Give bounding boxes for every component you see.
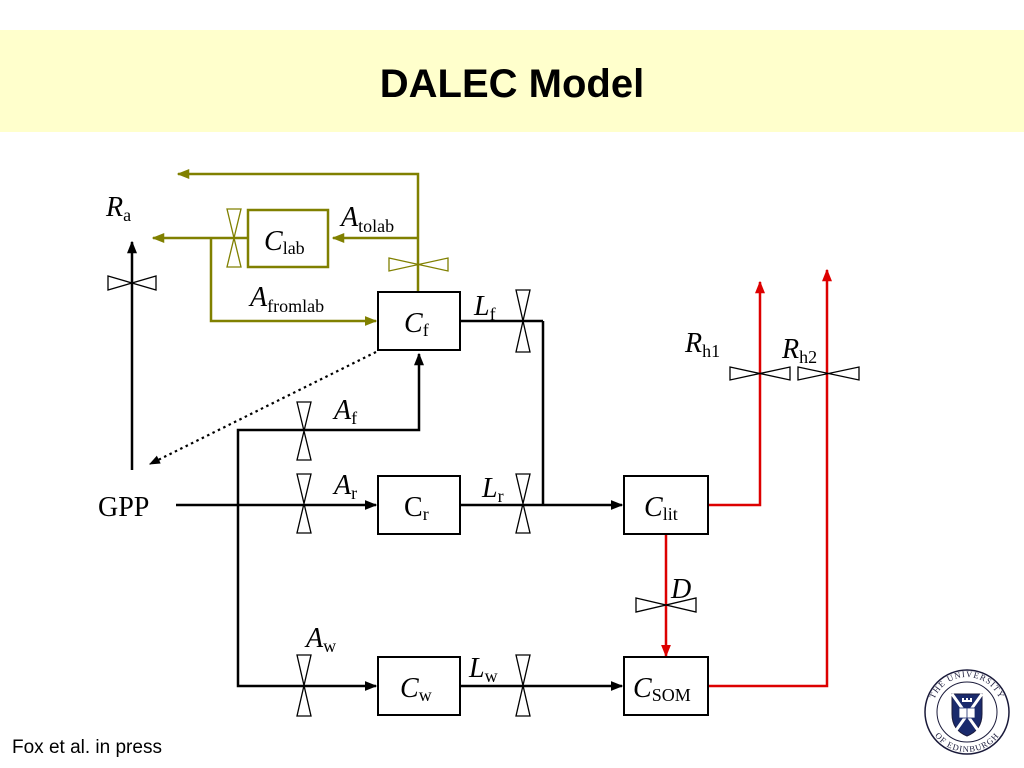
flux-ar-label: Ar — [332, 470, 357, 503]
valve-aw — [296, 654, 312, 717]
som-respiration-arrow — [708, 268, 832, 688]
flux-af-label: Af — [332, 395, 357, 428]
valve-lr — [515, 473, 531, 534]
valve-lf — [515, 289, 531, 353]
flux-a-tolab-label: Atolab — [339, 202, 394, 236]
gpp-label: GPP — [98, 492, 149, 523]
pool-c-lab-label: Clab — [264, 226, 305, 258]
allocation-to-wood-arrow — [236, 505, 378, 691]
valve-ar — [296, 473, 312, 534]
allocation-to-foliage-arrow — [236, 352, 424, 505]
valve-symbols — [107, 208, 860, 717]
valve-tolab — [388, 257, 449, 272]
pool-c-lab — [246, 208, 330, 269]
tolab-respiration-arrow — [176, 169, 420, 265]
pool-c-som-label: CSOM — [633, 673, 691, 705]
flux-aw-label: Aw — [304, 623, 336, 656]
valve-d — [635, 597, 697, 613]
pool-c-r-label: Cr — [404, 492, 429, 524]
flux-d-label: D — [670, 574, 691, 605]
pool-c-lit — [623, 475, 709, 535]
flux-lw-label: Lw — [468, 653, 498, 686]
seal-castle-icon — [962, 698, 972, 702]
pool-c-w-label: Cw — [400, 673, 432, 705]
valve-rh2 — [797, 366, 860, 381]
pool-c-f-label: Cf — [404, 308, 429, 340]
valve-lw — [515, 654, 531, 717]
flux-rh1-label: Rh1 — [684, 328, 720, 361]
pool-c-som — [623, 656, 709, 716]
pool-c-w — [377, 656, 461, 716]
pool-c-lit-label: Clit — [644, 492, 678, 524]
pool-c-r — [377, 475, 461, 535]
pool-c-f — [377, 291, 461, 351]
valve-lab — [226, 208, 242, 268]
dotted-feedback-arrow — [149, 351, 377, 465]
university-seal: THE UNIVERSITY OF EDINBURGH — [924, 669, 1010, 755]
flux-lf-label: Lf — [473, 291, 496, 324]
citation: Fox et al. in press — [12, 737, 162, 758]
litter-respiration-arrow — [708, 280, 765, 507]
valve-rh1 — [729, 366, 791, 381]
valve-ra — [107, 275, 157, 291]
flux-rh2-label: Rh2 — [781, 334, 817, 367]
title-band — [0, 30, 1024, 132]
slide-title: DALEC Model — [379, 62, 645, 106]
flux-ra-label: Ra — [105, 192, 131, 225]
fromlab-arrow — [209, 238, 378, 326]
flux-lr-label: Lr — [481, 473, 504, 506]
valve-af — [296, 401, 312, 461]
flux-a-fromlab-label: Afromlab — [248, 282, 324, 316]
